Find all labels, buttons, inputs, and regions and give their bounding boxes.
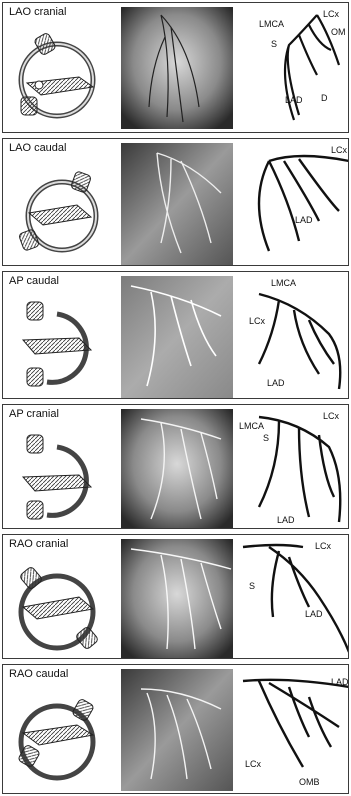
label-lmca: LMCA [271, 278, 296, 288]
vessel-sketch: LMCA LCx LAD [239, 274, 349, 399]
label-lmca: LMCA [259, 19, 284, 29]
panel-rao-caudal: RAO caudal LAD LCx OMB [2, 664, 349, 794]
label-lcx: LCx [323, 9, 340, 19]
label-lcx: LCx [315, 541, 332, 551]
vessel-sketch: LMCA S LCx LAD [239, 407, 349, 529]
gantry-diagram [7, 25, 107, 125]
label-s: S [249, 581, 255, 591]
angiogram-image [121, 143, 233, 265]
panel-title: RAO cranial [9, 538, 68, 550]
gantry-diagram [7, 687, 107, 787]
label-lad: LAD [267, 378, 285, 388]
label-lad: LAD [295, 215, 313, 225]
panel-title: AP cranial [9, 408, 59, 420]
label-s: S [263, 433, 269, 443]
label-lcx: LCx [249, 316, 266, 326]
panel-title: RAO caudal [9, 668, 68, 680]
label-lcx: LCx [331, 145, 348, 155]
panel-title: LAO cranial [9, 6, 66, 18]
label-lad: LAD [277, 515, 295, 525]
panel-ap-caudal: AP caudal LMCA LCx LAD [2, 271, 349, 399]
vessel-sketch: LMCA S LCx OM LAD D [239, 5, 349, 131]
panel-title: AP caudal [9, 275, 59, 287]
panel-title: LAO caudal [9, 142, 66, 154]
label-lad: LAD [331, 677, 349, 687]
angiogram-image [121, 669, 233, 791]
gantry-diagram [7, 161, 107, 261]
gantry-diagram [7, 294, 107, 394]
vessel-sketch: LCx S LAD [239, 537, 349, 659]
angiogram-image [121, 276, 233, 398]
angiogram-image [121, 539, 233, 659]
label-lmca: LMCA [239, 421, 264, 431]
panel-rao-cranial: RAO cranial LCx S LAD [2, 534, 349, 659]
angiogram-image [121, 7, 233, 129]
vessel-sketch: LCx LAD [239, 141, 349, 266]
panel-lao-caudal: LAO caudal LCx LAD [2, 138, 349, 266]
label-lcx: LCx [323, 411, 340, 421]
gantry-diagram [7, 557, 107, 657]
gantry-diagram [7, 427, 107, 527]
angiogram-image [121, 409, 233, 529]
panel-lao-cranial: LAO cranial LMCA S LCx OM LAD D [2, 2, 349, 133]
label-om: OM [331, 27, 346, 37]
panel-ap-cranial: AP cranial LMCA S LCx LAD [2, 404, 349, 529]
label-lad: LAD [305, 609, 323, 619]
label-omb: OMB [299, 777, 320, 787]
label-d: D [321, 93, 328, 103]
label-lad: LAD [285, 95, 303, 105]
label-s: S [271, 39, 277, 49]
label-lcx: LCx [245, 759, 262, 769]
vessel-sketch: LAD LCx OMB [239, 667, 349, 793]
